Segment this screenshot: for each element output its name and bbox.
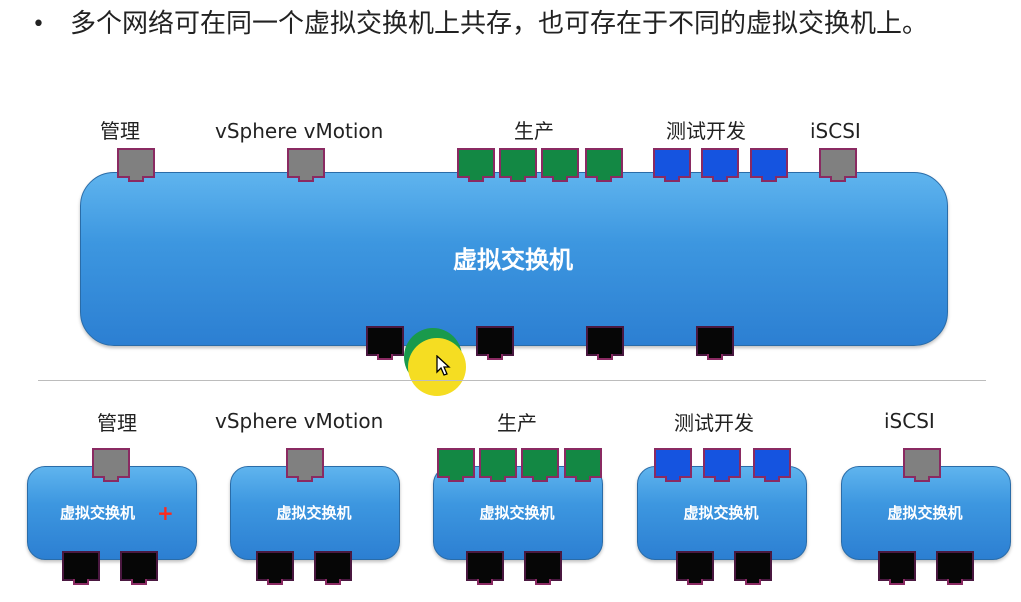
uplink-mgmt-2 bbox=[120, 551, 158, 585]
uplink-vmotion-1 bbox=[256, 551, 294, 585]
virtual-switch-production bbox=[433, 466, 603, 560]
uplink-4 bbox=[696, 326, 734, 360]
uplink-testdev-1 bbox=[676, 551, 714, 585]
port-production-standalone-3 bbox=[521, 448, 559, 482]
top-label-production: 生产 bbox=[514, 119, 554, 143]
plus-mark: + bbox=[157, 501, 174, 525]
uplink-testdev-2 bbox=[734, 551, 772, 585]
port-production-4 bbox=[585, 148, 623, 182]
virtual-switch-production-label: 虚拟交换机 bbox=[479, 504, 555, 522]
virtual-switch-vmotion bbox=[230, 466, 400, 560]
port-testdev-standalone-1 bbox=[654, 448, 692, 482]
port-testdev-2 bbox=[701, 148, 739, 182]
port-production-standalone-1 bbox=[437, 448, 475, 482]
port-production-standalone-4 bbox=[564, 448, 602, 482]
port-testdev-1 bbox=[653, 148, 691, 182]
port-mgmt-standalone bbox=[92, 448, 130, 482]
bottom-label-vmotion: vSphere vMotion bbox=[215, 409, 384, 433]
port-production-2 bbox=[499, 148, 537, 182]
port-iscsi bbox=[819, 148, 857, 182]
port-vmotion-standalone bbox=[286, 448, 324, 482]
uplink-production-1 bbox=[466, 551, 504, 585]
port-production-standalone-2 bbox=[479, 448, 517, 482]
uplink-1 bbox=[366, 326, 404, 360]
section-divider bbox=[38, 380, 986, 381]
uplink-3 bbox=[586, 326, 624, 360]
port-iscsi-standalone bbox=[903, 448, 941, 482]
port-production-3 bbox=[541, 148, 579, 182]
top-label-testdev: 测试开发 bbox=[666, 119, 746, 143]
port-testdev-3 bbox=[750, 148, 788, 182]
bullet-marker: • bbox=[32, 12, 45, 37]
top-label-vmotion: vSphere vMotion bbox=[215, 119, 384, 143]
virtual-switch-mgmt-label: 虚拟交换机 bbox=[60, 504, 136, 522]
bottom-label-iscsi: iSCSI bbox=[884, 409, 935, 433]
port-mgmt bbox=[117, 148, 155, 182]
virtual-switch-shared-label: 虚拟交换机 bbox=[453, 246, 573, 274]
uplink-mgmt-1 bbox=[62, 551, 100, 585]
uplink-production-2 bbox=[524, 551, 562, 585]
port-testdev-standalone-3 bbox=[753, 448, 791, 482]
virtual-switch-iscsi-label: 虚拟交换机 bbox=[887, 504, 963, 522]
port-testdev-standalone-2 bbox=[703, 448, 741, 482]
mouse-pointer-icon bbox=[436, 355, 451, 376]
virtual-switch-testdev-label: 虚拟交换机 bbox=[683, 504, 759, 522]
virtual-switch-vmotion-label: 虚拟交换机 bbox=[276, 504, 352, 522]
top-label-mgmt: 管理 bbox=[100, 119, 140, 143]
bullet-text: 多个网络可在同一个虚拟交换机上共存，也可存在于不同的虚拟交换机上。 bbox=[70, 9, 929, 39]
port-vmotion bbox=[287, 148, 325, 182]
uplink-vmotion-2 bbox=[314, 551, 352, 585]
top-label-iscsi: iSCSI bbox=[810, 119, 861, 143]
uplink-iscsi-2 bbox=[936, 551, 974, 585]
bottom-label-mgmt: 管理 bbox=[97, 411, 137, 435]
bottom-label-production: 生产 bbox=[497, 411, 537, 435]
virtual-switch-shared bbox=[80, 172, 948, 346]
port-production-1 bbox=[457, 148, 495, 182]
bottom-label-testdev: 测试开发 bbox=[674, 411, 754, 435]
uplink-2 bbox=[476, 326, 514, 360]
uplink-iscsi-1 bbox=[878, 551, 916, 585]
